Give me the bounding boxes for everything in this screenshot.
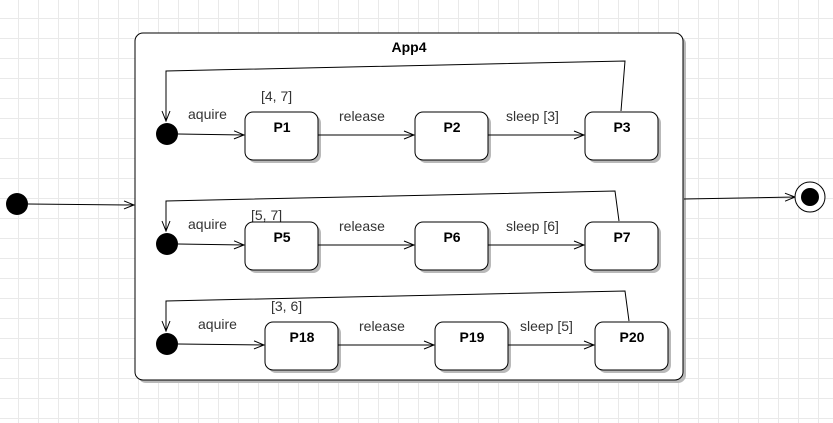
state-label: P18 [290,329,315,345]
edge-label-release: release [339,108,385,124]
row-1: aquire [4, 7] P1 release P2 sleep [3] P3 [156,60,661,163]
state-p19[interactable]: P19 [434,321,511,373]
state-label: P3 [613,119,630,135]
edge-label-aquire: aquire [188,106,227,122]
outer-entry-transition[interactable] [27,204,134,205]
state-label: P20 [620,329,645,345]
state-p18[interactable]: P18 [264,321,341,373]
loop-back-transition[interactable] [166,60,626,121]
edge-label-sleep: sleep [6] [506,218,559,234]
edge-label-sleep: sleep [3] [506,108,559,124]
row-3: aquire [3, 6] P18 release P19 sleep [5] … [156,290,671,373]
state-p7[interactable]: P7 [584,221,661,273]
edge-label-sleep: sleep [5] [520,318,573,334]
state-label: P6 [443,229,460,245]
outer-initial-node[interactable] [6,193,28,215]
state-p2[interactable]: P2 [414,111,491,163]
range-label: [5, 7] [251,207,282,223]
range-label: [4, 7] [261,88,292,104]
state-label: P19 [460,329,485,345]
edge-label-aquire: aquire [198,316,237,332]
transition-aquire[interactable] [177,134,244,135]
initial-node[interactable] [156,333,178,355]
edge-label-release: release [339,218,385,234]
row-2: aquire [5, 7] P5 release P6 sleep [6] P7 [156,190,661,273]
edge-label-release: release [359,318,405,334]
state-p1[interactable]: P1 [244,111,321,163]
loop-back-transition[interactable] [166,290,630,331]
state-p3[interactable]: P3 [584,111,661,163]
transition-aquire[interactable] [177,244,244,245]
state-label: P7 [613,229,630,245]
loop-back-transition[interactable] [166,190,620,231]
state-label: P5 [273,229,290,245]
state-p6[interactable]: P6 [414,221,491,273]
outer-final-node[interactable] [794,181,826,213]
state-label: P2 [443,119,460,135]
range-label: [3, 6] [271,298,302,314]
state-p20[interactable]: P20 [594,321,671,373]
container-title: App4 [392,39,427,55]
state-p5[interactable]: P5 [244,221,321,273]
initial-node[interactable] [156,233,178,255]
transition-aquire[interactable] [177,344,264,345]
outer-exit-transition[interactable] [683,197,795,199]
state-label: P1 [273,119,290,135]
edge-label-aquire: aquire [188,216,227,232]
initial-node[interactable] [156,123,178,145]
